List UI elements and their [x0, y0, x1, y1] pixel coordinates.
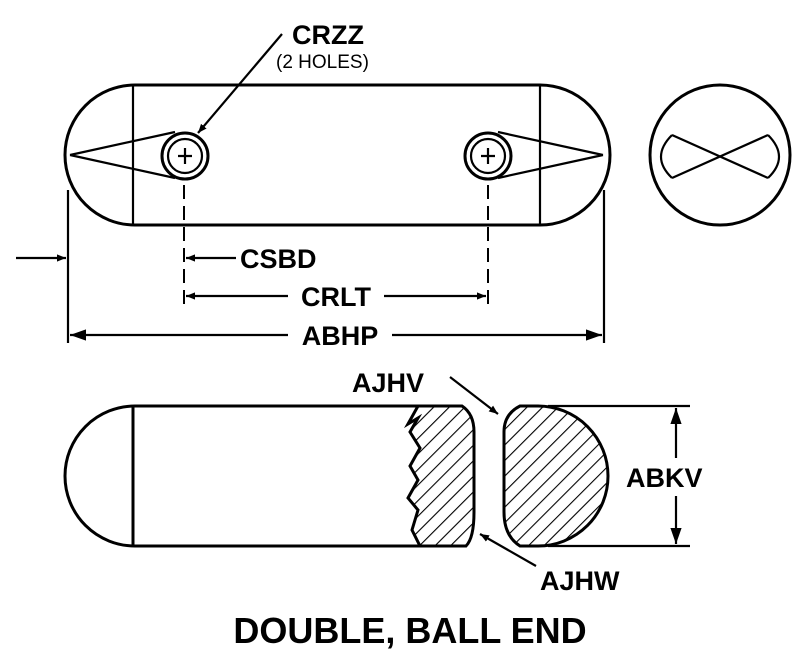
top-view [63, 83, 612, 343]
left-hole-center-mark [178, 148, 192, 164]
left-hole-outer [160, 131, 210, 181]
crlt-label: CRLT [301, 282, 371, 312]
right-hole-inner [469, 137, 507, 175]
right-drill-cone [497, 130, 604, 180]
left-drill-cone [69, 130, 176, 180]
end-view-left-hole [659, 134, 673, 179]
crzz-note: (2 HOLES) [276, 52, 369, 73]
ajhw-leader [479, 533, 537, 567]
top-view-outline [63, 83, 612, 227]
end-view-circle [648, 83, 792, 227]
abkv-label: ABKV [626, 463, 703, 493]
end-view-right-hole [767, 134, 781, 179]
left-hole-inner [166, 137, 204, 175]
drawing-title: DOUBLE, BALL END [233, 610, 586, 651]
ajhv-label: AJHV [352, 368, 424, 398]
crzz-label: CRZZ [292, 20, 364, 50]
section-hatch-left [403, 404, 476, 548]
side-view [63, 404, 690, 548]
right-hole-outer [463, 131, 513, 181]
ajhv-leader [449, 376, 499, 415]
ajhw-label: AJHW [540, 566, 620, 596]
csbd-label: CSBD [240, 244, 317, 274]
crzz-leader [197, 33, 283, 134]
end-view-cross [671, 133, 769, 180]
abhp-label: ABHP [302, 321, 379, 351]
right-hole-center-mark [481, 148, 495, 164]
side-ball-end [63, 404, 136, 548]
end-view [648, 83, 792, 227]
section-hatch-right [502, 404, 610, 548]
dimensions [16, 33, 682, 567]
